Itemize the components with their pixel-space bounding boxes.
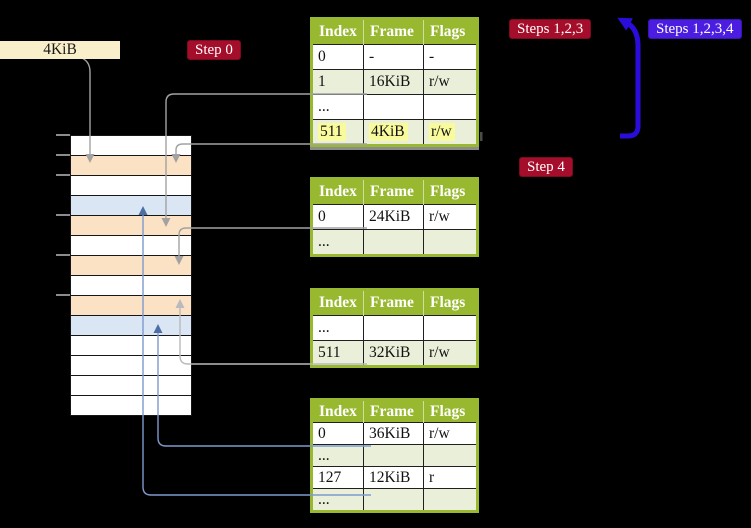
table-row: 0 36KiB r/w: [311, 422, 478, 445]
table-row: 127 12KiB r: [311, 466, 478, 489]
memory-row-peach: [71, 296, 191, 315]
cell-flags: r/w: [423, 422, 478, 445]
column-header-flags: Flags: [423, 18, 478, 45]
page-table-1: Index Frame Flags 0 - - 1 16KiB r/w ... …: [310, 17, 479, 147]
cell-index: 127: [311, 466, 364, 489]
cell-frame: [363, 488, 424, 512]
steps-arrow: [617, 17, 641, 139]
cell-frame: [363, 315, 424, 341]
table-row: ...: [311, 315, 478, 341]
table-row: 1 16KiB r/w: [311, 69, 478, 95]
memory-row-peach: [71, 216, 191, 235]
table-row: ...: [311, 488, 478, 512]
column-header-frame: Frame: [363, 18, 424, 45]
cell-flags: r/w: [423, 340, 478, 367]
cell-index: 0: [311, 422, 364, 445]
memory-stripe: [70, 135, 192, 416]
column-header-flags: Flags: [423, 289, 478, 316]
memory-row-white: [71, 396, 191, 415]
memory-row-white: [71, 136, 191, 155]
cell-frame: 4KiB: [363, 119, 424, 146]
memory-row-white: [71, 376, 191, 395]
steps1234-badge: Steps 1,2,3,4: [648, 19, 742, 39]
address-tick: [56, 254, 70, 256]
cell-index: 0: [311, 44, 364, 70]
table-row: 511 32KiB r/w: [311, 340, 478, 367]
cell-index: ...: [311, 488, 364, 512]
column-header-index: Index: [311, 289, 364, 316]
cell-flags: r/w: [423, 69, 478, 95]
address-tick: [56, 294, 70, 296]
highlight: 511: [318, 123, 346, 141]
address-tick: [56, 134, 70, 136]
cell-frame: 16KiB: [363, 69, 424, 95]
column-header-index: Index: [311, 178, 364, 205]
memory-row-white: [71, 336, 191, 355]
cell-flags: [423, 444, 478, 467]
cell-flags: [423, 488, 478, 512]
cell-flags: r/w: [423, 204, 478, 230]
cell-frame: [363, 94, 424, 120]
memory-row-peach: [71, 156, 191, 175]
cell-index: 1: [311, 69, 364, 95]
address-tick: [56, 154, 70, 156]
arrow-origin-stub: [480, 132, 483, 141]
cell-flags: r/w: [423, 119, 478, 146]
cell-frame: -: [363, 44, 424, 70]
cell-frame: [363, 229, 424, 256]
table-row: ...: [311, 94, 478, 120]
cell-flags: r: [423, 466, 478, 489]
cell-index: 511: [311, 340, 364, 367]
column-header-frame: Frame: [363, 289, 424, 316]
page-table-4: Index Frame Flags 0 36KiB r/w ... 127 12…: [310, 398, 479, 513]
memory-row-blue: [71, 316, 191, 335]
table-header-row: Index Frame Flags: [311, 178, 478, 205]
cell-flags: [423, 94, 478, 120]
table-row: ...: [311, 444, 478, 467]
page-size-label: 4KiB: [0, 41, 120, 59]
cell-flags: -: [423, 44, 478, 70]
cell-index: ...: [311, 94, 364, 120]
cell-frame: 24KiB: [363, 204, 424, 230]
table-row-highlighted: 511 4KiB r/w: [311, 119, 478, 146]
table-header-row: Index Frame Flags: [311, 399, 478, 423]
table-header-row: Index Frame Flags: [311, 18, 478, 45]
page-table-3: Index Frame Flags ... 511 32KiB r/w: [310, 288, 479, 368]
memory-row-white: [71, 236, 191, 255]
cell-frame: [363, 444, 424, 467]
highlight: 4KiB: [369, 123, 408, 141]
cell-flags: [423, 229, 478, 256]
column-header-frame: Frame: [363, 399, 424, 423]
memory-row-white: [71, 356, 191, 375]
table-header-row: Index Frame Flags: [311, 289, 478, 316]
steps123-badge: Steps 1,2,3: [509, 19, 592, 39]
page-table-2: Index Frame Flags 0 24KiB r/w ...: [310, 177, 479, 257]
table-row: 0 24KiB r/w: [311, 204, 478, 230]
cell-frame: 32KiB: [363, 340, 424, 367]
address-tick: [56, 174, 70, 176]
memory-row-white: [71, 176, 191, 195]
cell-frame: 36KiB: [363, 422, 424, 445]
cell-frame: 12KiB: [363, 466, 424, 489]
step4-badge: Step 4: [519, 157, 573, 177]
column-header-flags: Flags: [423, 178, 478, 205]
memory-row-white: [71, 276, 191, 295]
column-header-frame: Frame: [363, 178, 424, 205]
column-header-index: Index: [311, 399, 364, 423]
step0-badge: Step 0: [187, 40, 241, 60]
table-row: 0 - -: [311, 44, 478, 70]
address-tick: [56, 214, 70, 216]
memory-row-peach: [71, 256, 191, 275]
column-header-flags: Flags: [423, 399, 478, 423]
cell-index: 511: [311, 119, 364, 146]
cell-index: 0: [311, 204, 364, 230]
column-header-index: Index: [311, 18, 364, 45]
table-row: ...: [311, 229, 478, 256]
cell-flags: [423, 315, 478, 341]
cell-index: ...: [311, 444, 364, 467]
cell-index: ...: [311, 229, 364, 256]
highlight: r/w: [429, 123, 455, 141]
cell-index: ...: [311, 315, 364, 341]
memory-row-blue: [71, 196, 191, 215]
